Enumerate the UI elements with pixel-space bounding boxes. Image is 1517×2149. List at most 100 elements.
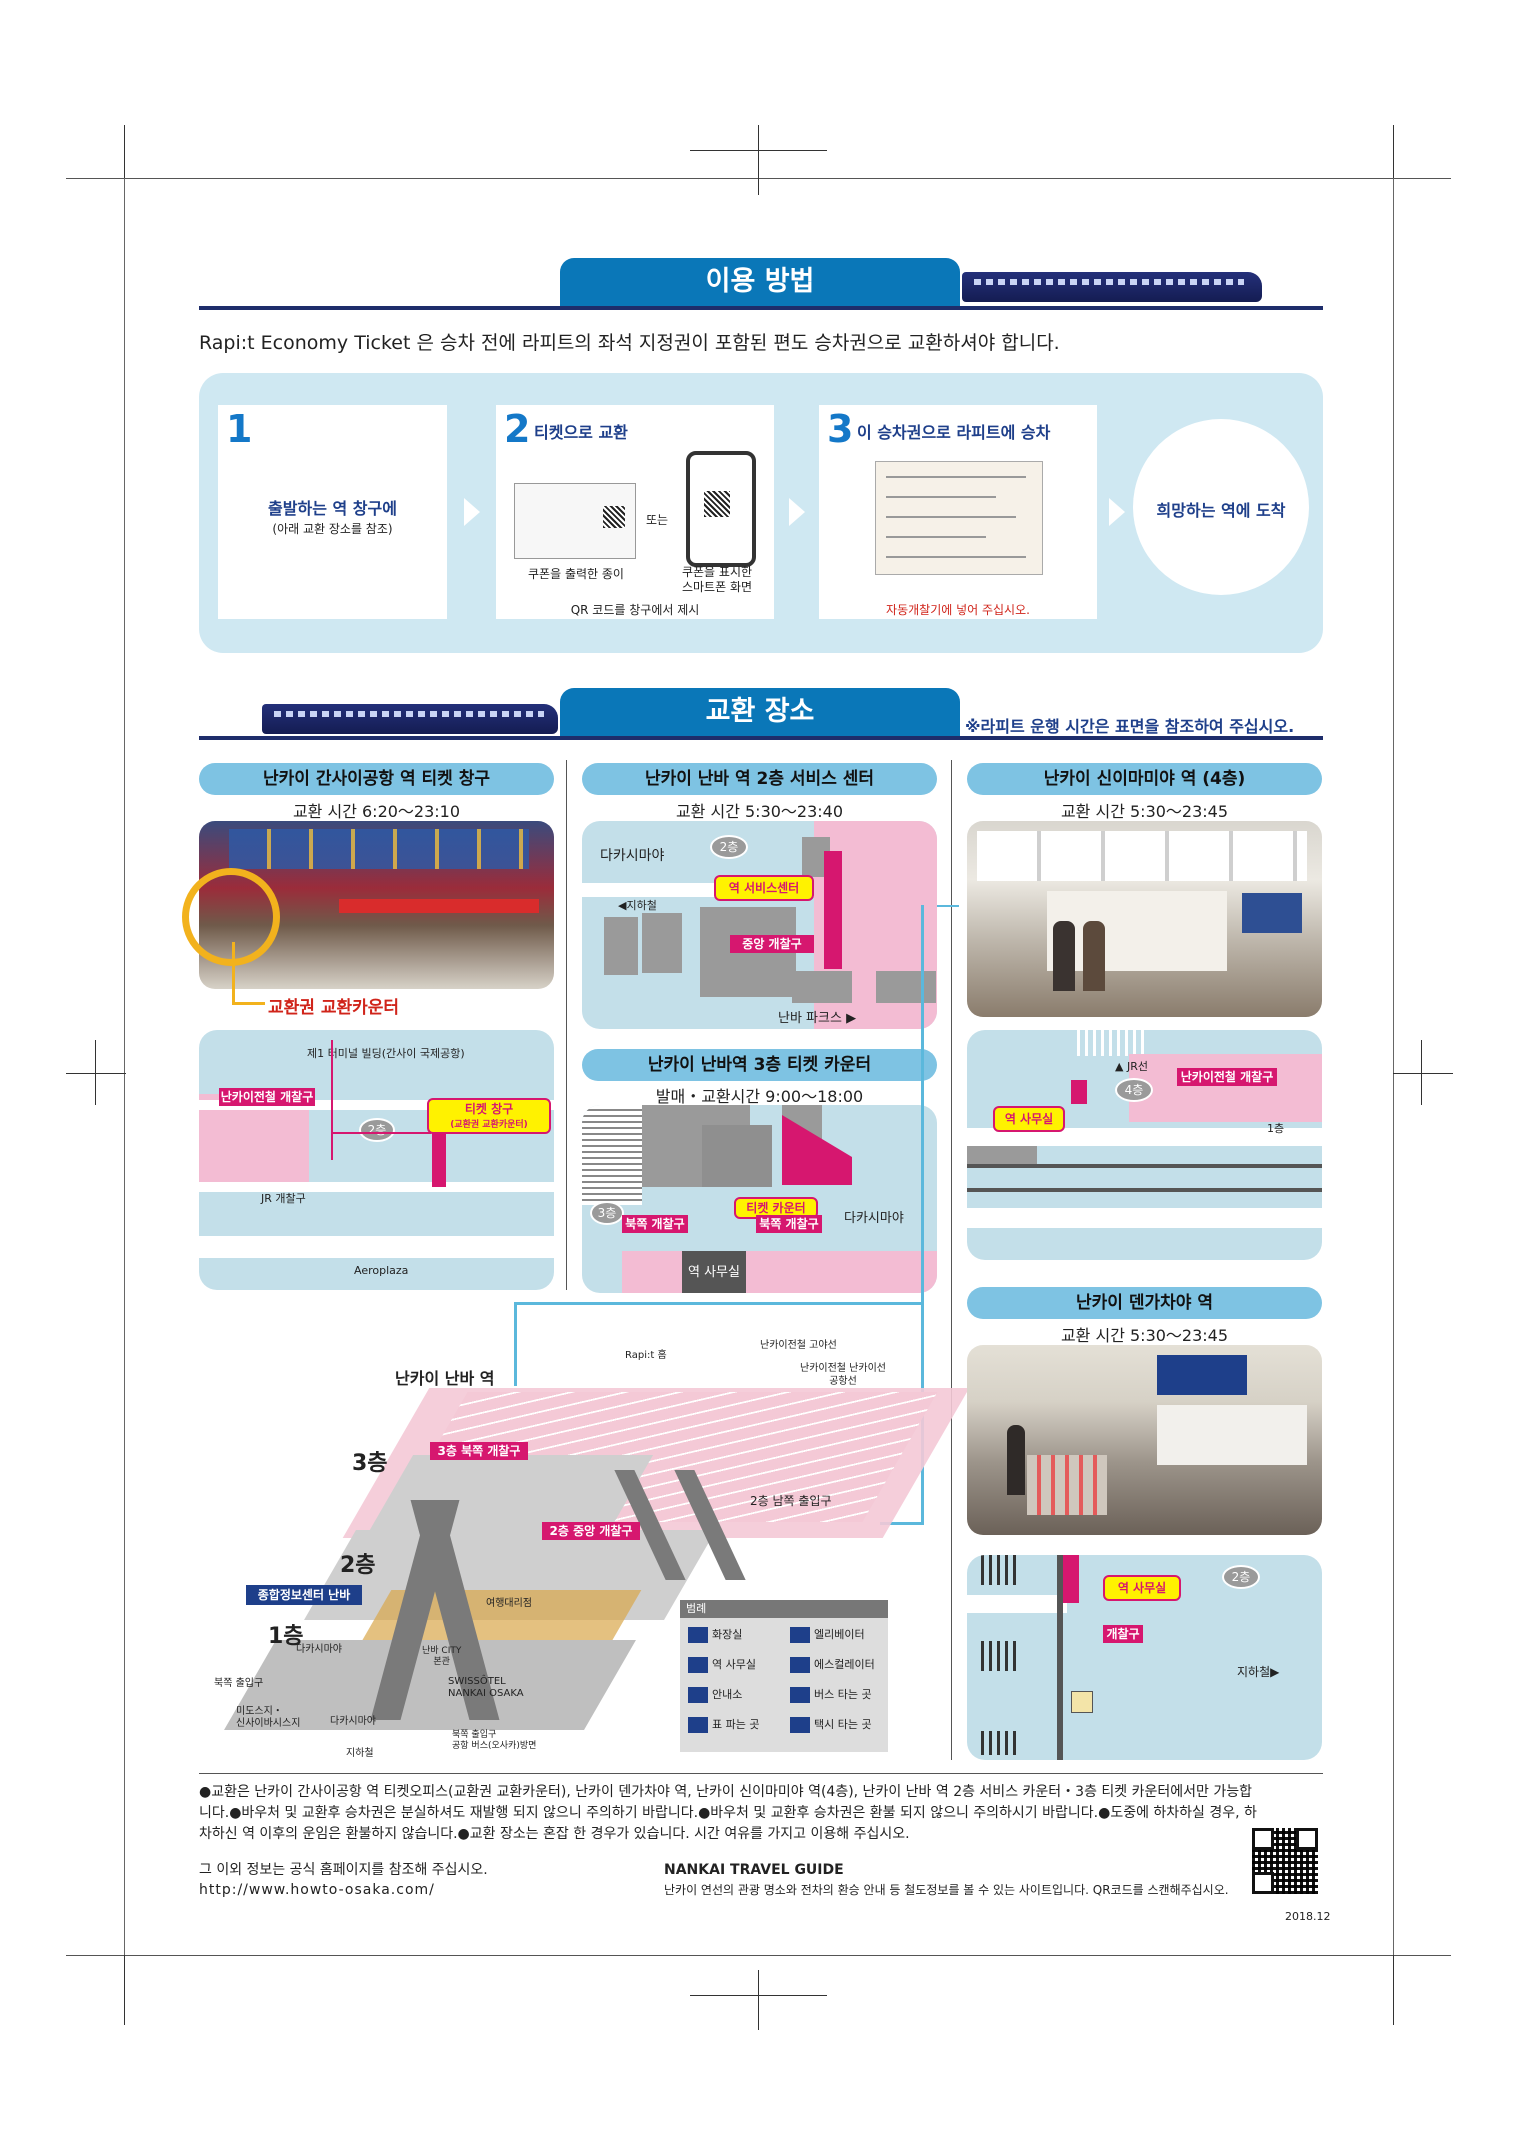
swissotel-label: SWISSÔTEL NANKAI OSAKA: [448, 1676, 524, 1699]
south-exit-label: 2층 남쪽 출입구: [750, 1494, 832, 1508]
kix-counter-callout: 티켓 창구 (교환권 교환카운터): [427, 1098, 551, 1134]
section-rule: [199, 306, 1323, 310]
takashimaya2-label: 다카시마야: [330, 1716, 376, 1727]
shinimamiya-office: 역 사무실: [993, 1106, 1065, 1132]
crop-mark: [690, 150, 827, 151]
station-office-icon: [688, 1657, 708, 1673]
restroom-icon: [688, 1627, 708, 1643]
floor1-label: 1층: [268, 1624, 304, 1649]
kix-map: 제1 터미널 빌딩(간사이 국제공항) 난카이전철 개찰구 2층 티켓 창구 (…: [199, 1030, 554, 1290]
steps-panel: 1 출발하는 역 창구에 (아래 교환 장소를 참조) 2 티켓으로 교환 또는…: [199, 373, 1323, 653]
footer-rule: [199, 1773, 1323, 1774]
namba3-north-gate2: 북쪽 개찰구: [756, 1215, 822, 1233]
crop-mark: [1393, 1073, 1453, 1074]
column-divider: [951, 760, 952, 1760]
namba2-parks: 난바 파크스 ▶: [778, 1011, 857, 1026]
page-border: [124, 178, 125, 1988]
shinimamiya-first: 1층: [1267, 1122, 1285, 1135]
namba-station-title: 난카이 난바 역: [395, 1369, 495, 1388]
crop-mark: [95, 1040, 96, 1105]
subway-label: 지하철: [346, 1748, 374, 1759]
legend-item: 역 사무실: [712, 1658, 756, 1671]
tengachaya-gate: 개찰구: [1103, 1625, 1143, 1643]
step2-card: 2 티켓으로 교환 또는 쿠폰을 출력한 종이 쿠폰을 표시한 스마트폰 화면 …: [496, 405, 774, 619]
crop-mark: [690, 1995, 827, 1996]
step-arrow-icon: [464, 498, 480, 526]
tengachaya-photo: [967, 1345, 1322, 1535]
train-illustration: [962, 272, 1262, 302]
exchange-title: 교환 장소: [560, 688, 960, 736]
namba2-service-label: 역 서비스센터: [714, 875, 814, 901]
usage-intro: Rapi:t Economy Ticket 은 승차 전에 라피트의 좌석 지정…: [199, 332, 1060, 354]
connector-line: [921, 905, 924, 1525]
step3-note: 자동개찰기에 넣어 주십시오.: [886, 603, 1030, 617]
shinimamiya-gate: 난카이전철 개찰구: [1177, 1068, 1277, 1086]
namba2-takashimaya: 다카시마야: [600, 848, 665, 864]
step1-line1: 출발하는 역 창구에: [268, 499, 397, 518]
shinimamiya-map: ▲ JR선 4층 난카이전철 개찰구 역 사무실 1층: [967, 1030, 1322, 1260]
taxi-icon: [790, 1717, 810, 1733]
kix-terminal-label: 제1 터미널 빌딩(간사이 국제공항): [307, 1047, 465, 1060]
legend: 범례 화장실 엘리베이터 역 사무실 에스컬레이터 안내소 버스 타는 곳 표 …: [680, 1600, 888, 1752]
step2-or: 또는: [646, 513, 669, 527]
coupon-paper-image: [514, 483, 636, 559]
tengachaya-title: 난카이 덴가차야 역: [967, 1287, 1322, 1319]
elevator-icon: [790, 1627, 810, 1643]
footer-url[interactable]: http://www.howto-osaka.com/: [199, 1882, 435, 1898]
rapit-home-label: Rapi:t 홈: [625, 1350, 667, 1361]
namba2-center-gate: 중앙 개찰구: [730, 935, 814, 953]
info-icon: [688, 1687, 708, 1703]
kix-title: 난카이 간사이공항 역 티켓 창구: [199, 763, 554, 795]
kix-gate-label: 난카이전철 개찰구: [219, 1088, 315, 1106]
shinimamiya-floor-badge: 4층: [1115, 1078, 1153, 1102]
step2-number: 2: [504, 407, 531, 451]
gate2-label: 2층 중앙 개찰구: [542, 1522, 640, 1540]
legend-item: 화장실: [712, 1628, 743, 1641]
legend-item: 버스 타는 곳: [814, 1688, 872, 1701]
namba2-title: 난카이 난바 역 2층 서비스 센터: [582, 763, 937, 795]
highlight-pointer: [232, 942, 265, 1005]
legend-item: 에스컬레이터: [814, 1658, 875, 1671]
tengachaya-floor-badge: 2층: [1222, 1565, 1260, 1589]
qr-code-image[interactable]: [1252, 1828, 1318, 1894]
step-arrow-icon: [1109, 498, 1125, 526]
highlight-circle: [182, 868, 280, 966]
step3-card: 3 이 승차권으로 라피트에 승차 자동개찰기에 넣어 주십시오.: [819, 405, 1097, 619]
namba3-map: 3층 북쪽 개찰구 티켓 카운터 북쪽 개찰구 다카시마야 역 사무실: [582, 1105, 937, 1293]
guide-text: 난카이 연선의 관광 명소와 전차의 환승 안내 등 철도정보를 볼 수 있는 …: [664, 1883, 1229, 1897]
floor2-label: 2층: [340, 1553, 376, 1578]
step4-label: 희망하는 역에 도착: [1156, 501, 1286, 520]
crop-mark: [124, 1955, 125, 2025]
tengachaya-office: 역 사무실: [1103, 1575, 1181, 1601]
footer-date: 2018.12: [1285, 1910, 1331, 1923]
midosuji-label: 미도스지・ 신사이바시스지: [236, 1706, 301, 1729]
legend-item: 택시 타는 곳: [814, 1718, 872, 1731]
connector-line: [937, 905, 959, 907]
kix-counter-sub: (교환권 교환카운터): [450, 1120, 528, 1130]
city-label: 난바 CITY 본관: [422, 1646, 462, 1667]
crop-mark: [1421, 1040, 1422, 1105]
guide-title: NANKAI TRAVEL GUIDE: [664, 1862, 844, 1878]
kix-jr-label: JR 개찰구: [261, 1192, 306, 1205]
legend-item: 표 파는 곳: [712, 1718, 760, 1731]
namba3-north-gate: 북쪽 개찰구: [622, 1215, 688, 1233]
kix-hours: 교환 시간 6:20～23:10: [292, 802, 461, 821]
connector-line: [514, 1302, 517, 1386]
shinimamiya-jr: ▲ JR선: [1115, 1060, 1148, 1073]
kix-counter-label: 티켓 창구: [464, 1102, 514, 1116]
crop-mark: [66, 1073, 126, 1074]
tengachaya-map: 역 사무실 2층 개찰구 지하철▶: [967, 1555, 1322, 1760]
step3-number: 3: [827, 407, 854, 451]
train-illustration: [262, 704, 558, 734]
tengachaya-hours: 교환 시간 5:30～23:45: [1060, 1326, 1229, 1345]
step2-paper-label: 쿠폰을 출력한 종이: [528, 567, 624, 581]
floor3-label: 3층: [352, 1451, 388, 1476]
smartphone-image: [686, 451, 756, 567]
namba3-hours: 발매・교환시간 9:00～18:00: [655, 1087, 864, 1106]
shinimamiya-photo: [967, 821, 1322, 1017]
tengachaya-basement: 지하철▶: [1237, 1665, 1280, 1679]
namba3-floor-badge: 3층: [590, 1201, 624, 1225]
usage-title: 이용 방법: [560, 258, 960, 306]
step2-title: 티켓으로 교환: [534, 423, 628, 442]
legend-title: 범례: [680, 1600, 888, 1618]
